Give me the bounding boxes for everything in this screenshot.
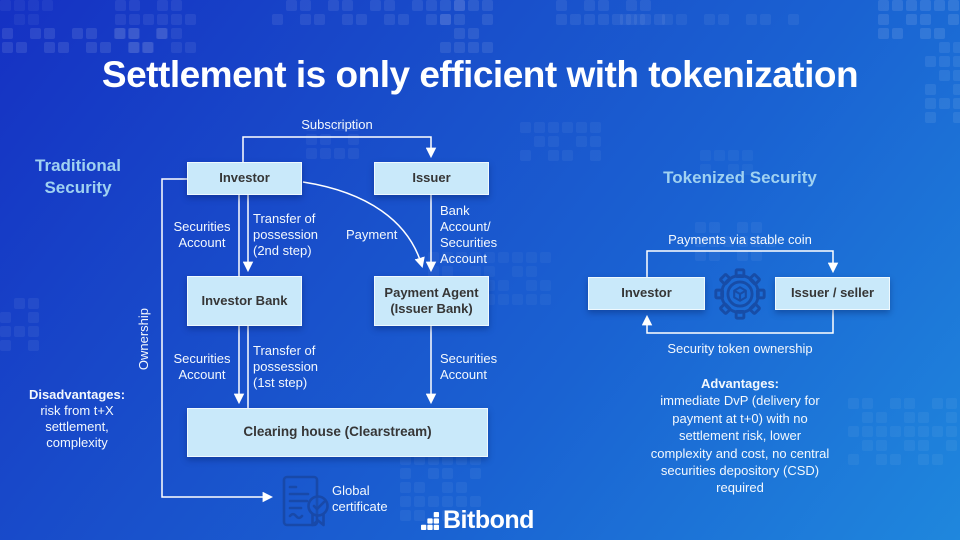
token-ownership-loop-arrow <box>641 310 834 334</box>
certificate-icon <box>282 475 329 527</box>
payment-agent-box: Payment Agent (Issuer Bank) <box>374 276 489 326</box>
securities-account-label-3: Securities Account <box>440 351 498 383</box>
investor-box: Investor <box>187 162 302 195</box>
ownership-arrow <box>161 178 274 503</box>
disadvantages-note: Disadvantages: risk from t+X settlement,… <box>17 387 137 451</box>
disadvantages-body: risk from t+X settlement, complexity <box>40 403 114 451</box>
ownership-label: Ownership <box>135 307 151 371</box>
stablecoin-loop-arrow <box>646 250 839 277</box>
issuer-box: Issuer <box>374 162 489 195</box>
subscription-label: Subscription <box>301 117 373 132</box>
bitbond-brand-text: Bitbond <box>443 506 534 534</box>
advantages-heading: Advantages: <box>700 376 780 391</box>
traditional-security-heading: Traditional Security <box>35 156 121 198</box>
bank-account-label: Bank Account/ Securities Account <box>440 203 498 267</box>
payment-curve-arrow <box>302 181 425 269</box>
clearing-house-box: Clearing house (Clearstream) <box>187 408 488 457</box>
disadvantages-heading: Disadvantages: <box>28 387 126 402</box>
bitbond-logo: Bitbond <box>421 506 534 535</box>
security-token-ownership-label: Security token ownership <box>667 341 813 356</box>
tokenized-issuer-box: Issuer / seller <box>775 277 890 310</box>
transfer-1st-label: Transfer of possession (1st step) <box>253 343 319 391</box>
payments-stablecoin-label: Payments via stable coin <box>668 232 812 247</box>
securities-account-label-1: Securities Account <box>173 219 231 251</box>
bitbond-logo-mark-icon <box>421 511 439 530</box>
subscription-arrow <box>242 136 437 162</box>
tokenization-gear-icon <box>714 268 766 320</box>
advantages-body: immediate DvP (delivery for payment at t… <box>650 393 830 496</box>
investor-bank-box: Investor Bank <box>187 276 302 326</box>
securities-account-label-2: Securities Account <box>173 351 231 383</box>
payment-label: Payment <box>346 227 398 242</box>
tokenized-investor-box: Investor <box>588 277 705 310</box>
advantages-note: Advantages: immediate DvP (delivery for … <box>650 375 830 497</box>
slide-title: Settlement is only efficient with tokeni… <box>101 54 859 95</box>
transfer-2nd-label: Transfer of possession (2nd step) <box>253 211 319 259</box>
tokenized-security-heading: Tokenized Security <box>663 168 817 187</box>
global-certificate-label: Global certificate <box>332 483 388 515</box>
